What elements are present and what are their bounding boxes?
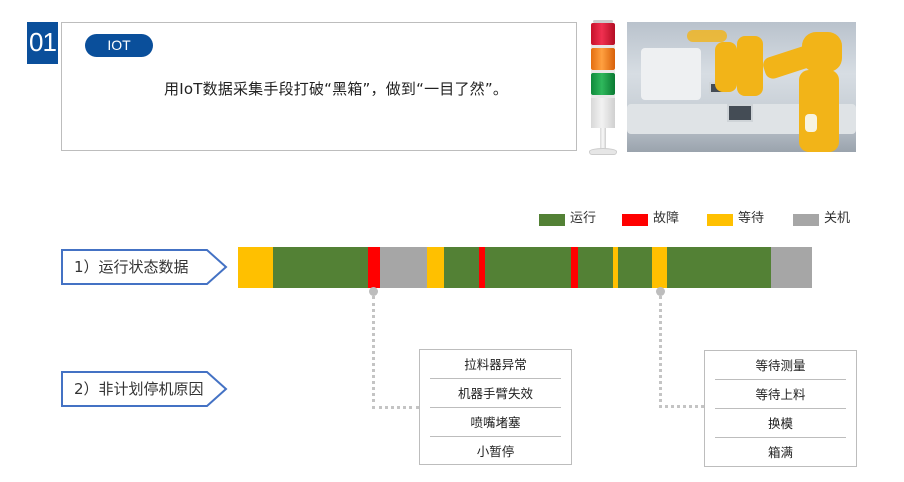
segment-running	[273, 247, 368, 288]
robot-arm	[687, 30, 727, 42]
segment-shutdown	[771, 247, 812, 288]
segment-fault	[571, 247, 578, 288]
wait-marker-dot	[656, 287, 665, 296]
segment-running	[444, 247, 479, 288]
robot-arm	[802, 32, 842, 72]
tower-cap	[593, 20, 613, 23]
warning-label	[805, 114, 817, 132]
step-text: 2）非计划停机原因	[74, 380, 204, 398]
tower-orange-lamp	[591, 48, 615, 70]
reason-item: 机器手臂失效	[430, 379, 561, 408]
robot-white-body	[641, 48, 701, 100]
robot-arm-base	[799, 70, 839, 152]
step-text: 1）运行状态数据	[74, 258, 189, 276]
reason-item: 换模	[715, 409, 846, 438]
tower-foot	[589, 148, 617, 155]
fault-connector-vertical	[372, 296, 375, 409]
reason-item: 小暂停	[476, 444, 515, 459]
section-number-badge: 01	[27, 22, 58, 64]
legend-label: 运行	[570, 211, 597, 226]
factory-robot-photo	[627, 22, 856, 152]
tower-separator	[591, 70, 615, 73]
segment-waiting	[613, 247, 618, 288]
fault-connector-horizontal	[372, 406, 419, 409]
reason-item: 箱满	[767, 445, 793, 460]
segment-waiting	[427, 247, 444, 288]
robot-arm	[737, 36, 763, 96]
segment-shutdown	[380, 247, 427, 288]
fault-reasons-box: 拉料器异常 机器手臂失效 喷嘴堵塞 小暂停	[419, 349, 572, 465]
segment-fault	[368, 247, 380, 288]
status-timeline-bar	[238, 247, 812, 288]
intro-text: 用IoT数据采集手段打破“黑箱”，做到“一目了然”。	[164, 80, 509, 98]
tower-green-lamp	[591, 73, 615, 95]
fault-marker-dot	[369, 287, 378, 296]
legend-label: 故障	[653, 211, 680, 226]
reason-item: 等待测量	[715, 351, 846, 380]
arrow-outline-shape	[61, 371, 228, 407]
legend-label: 等待	[738, 211, 765, 226]
segment-waiting	[238, 247, 273, 288]
segment-fault	[479, 247, 485, 288]
legend-swatch-shutdown	[793, 214, 819, 226]
tower-separator	[591, 45, 615, 48]
segment-running	[485, 247, 571, 288]
wait-connector-vertical	[659, 296, 662, 408]
legend-swatch-waiting	[707, 214, 733, 226]
step-label-running-data: 1）运行状态数据	[61, 249, 228, 285]
legend-swatch-running	[539, 214, 565, 226]
legend-label: 关机	[824, 211, 851, 226]
control-screen	[727, 104, 753, 122]
reason-item: 拉料器异常	[430, 350, 561, 379]
legend-swatch-fault	[622, 214, 648, 226]
tower-pole	[600, 128, 606, 150]
signal-tower-image	[588, 20, 618, 158]
tower-red-lamp	[591, 23, 615, 45]
wait-reasons-box: 等待测量 等待上料 换模 箱满	[704, 350, 857, 467]
reason-item: 喷嘴堵塞	[430, 408, 561, 437]
tower-separator	[591, 95, 615, 98]
reason-item: 等待上料	[715, 380, 846, 409]
arrow-outline-shape	[61, 249, 228, 285]
segment-running	[578, 247, 613, 288]
wait-connector-horizontal	[659, 405, 704, 408]
step-label-unplanned-downtime: 2）非计划停机原因	[61, 371, 228, 407]
robot-arm	[715, 42, 737, 92]
segment-waiting	[652, 247, 667, 288]
segment-running	[618, 247, 652, 288]
iot-tag: IOT	[85, 34, 153, 57]
segment-running	[667, 247, 771, 288]
tower-base	[591, 98, 615, 128]
